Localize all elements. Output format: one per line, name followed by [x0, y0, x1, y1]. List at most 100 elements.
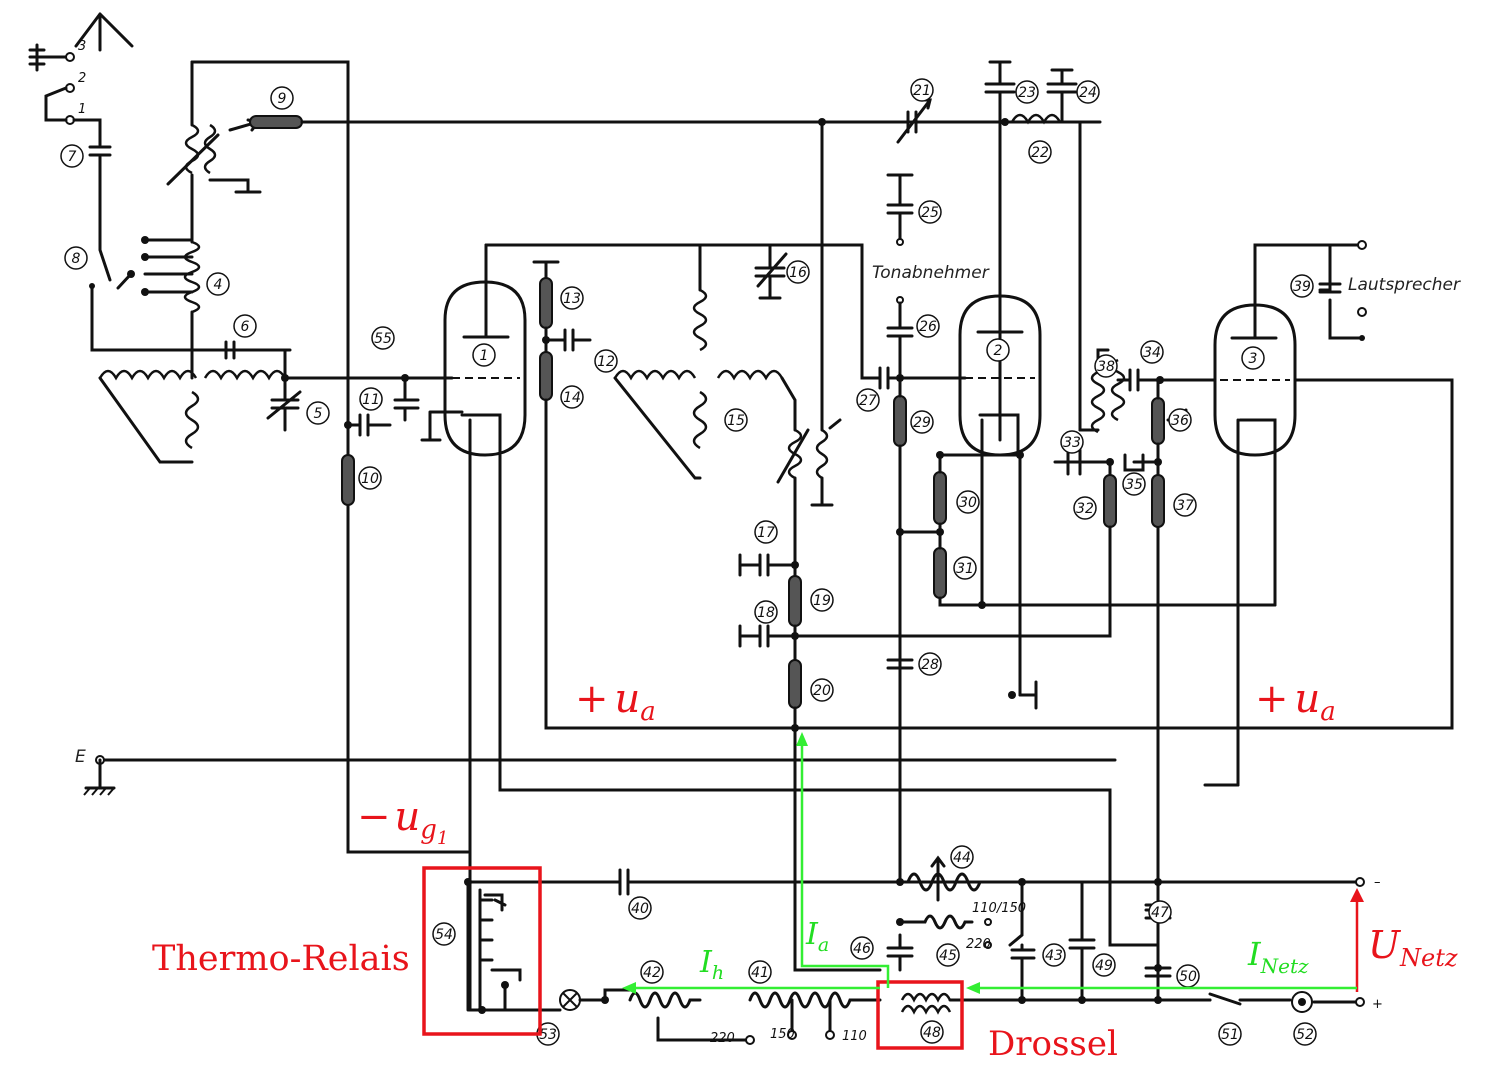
- component-21-callout: [910, 78, 934, 102]
- component-46-number: 46: [853, 941, 871, 957]
- component-7-callout: [60, 144, 84, 168]
- component-30-number: 30: [959, 495, 977, 511]
- component-55-callout: [371, 326, 395, 350]
- component-16-number: 16: [789, 265, 807, 281]
- component-17-number: 17: [757, 525, 775, 541]
- terminal-1-label: 1: [78, 102, 86, 117]
- component-7-number: 7: [68, 149, 77, 165]
- component-4-callout: [206, 272, 230, 296]
- component-46-callout: [850, 936, 874, 960]
- speaker-label: Lautsprecher: [1348, 275, 1461, 295]
- component-22-number: 22: [1031, 145, 1049, 161]
- component-12-callout: [594, 349, 618, 373]
- pickup-label: Tonabnehmer: [872, 263, 990, 283]
- component-51-number: 51: [1221, 1027, 1239, 1043]
- tube-1: [420, 243, 527, 457]
- component-8-number: 8: [72, 251, 81, 267]
- component-14-callout: [560, 385, 584, 409]
- component-28-callout: [918, 652, 942, 676]
- component-17-callout: [754, 520, 778, 544]
- component-11-callout: [359, 387, 383, 411]
- component-37-callout: [1173, 493, 1197, 517]
- component-5-number: 5: [314, 406, 323, 422]
- component-15-number: 15: [727, 413, 745, 429]
- component-42-number: 42: [643, 965, 661, 981]
- component-13-number: 13: [563, 291, 581, 307]
- component-15-callout: [724, 408, 748, 432]
- component-18-callout: [754, 600, 778, 624]
- thermo-relais-label: Thermo-Relais: [152, 939, 410, 979]
- ua-left-label: +ua: [575, 676, 656, 727]
- tube-2-label: 2: [986, 338, 1010, 362]
- component-31-number: 31: [956, 561, 974, 577]
- component-54-callout: [432, 922, 456, 946]
- component-31-callout: [953, 556, 977, 580]
- component-32-callout: [1073, 496, 1097, 520]
- component-23-callout: [1015, 80, 1039, 104]
- component-10-number: 10: [361, 471, 379, 487]
- tap-220-label: 220: [710, 1031, 735, 1046]
- component-27-number: 27: [859, 393, 877, 409]
- component-35-number: 35: [1125, 477, 1143, 493]
- component-8-callout: [64, 246, 88, 270]
- component-34-number: 34: [1143, 345, 1161, 361]
- power-supply: [464, 855, 1365, 1045]
- ia-arrowhead: [796, 732, 808, 746]
- component-32-number: 32: [1076, 501, 1094, 517]
- component-10-callout: [358, 466, 382, 490]
- tube-3-label: 3: [1241, 346, 1265, 370]
- terminal-3-label: 3: [78, 39, 86, 54]
- component-24-callout: [1076, 80, 1100, 104]
- component-48-number: 48: [923, 1025, 941, 1041]
- thermo-relay-internals: [466, 880, 522, 1014]
- top-signal-wire: [249, 60, 1102, 442]
- component-47-number: 47: [1151, 905, 1169, 921]
- component-49-callout: [1092, 953, 1116, 977]
- supply-wiring: E: [75, 453, 1240, 1012]
- component-40-number: 40: [631, 901, 649, 917]
- earth-label: E: [75, 747, 86, 767]
- component-33-callout: [1060, 430, 1084, 454]
- terminal-2-label: 2: [78, 71, 86, 86]
- interstage-wiring: [484, 120, 1454, 732]
- ia-path: [800, 742, 890, 988]
- component-38-callout: [1094, 354, 1118, 378]
- antenna-section: 3 2 1: [28, 12, 292, 352]
- drossel-box: [876, 980, 964, 1050]
- component-54-number: 54: [435, 927, 453, 943]
- component-51-callout: [1218, 1022, 1242, 1046]
- drossel-label: Drossel: [988, 1024, 1118, 1064]
- component-28-number: 28: [921, 657, 939, 673]
- tube-1-label: 1: [472, 343, 496, 367]
- component-39-number: 39: [1293, 279, 1311, 295]
- component-39-callout: [1290, 274, 1314, 298]
- component-38-number: 38: [1097, 359, 1115, 375]
- input-coils: [98, 60, 470, 854]
- component-37-number: 37: [1176, 498, 1194, 514]
- component-43-callout: [1042, 943, 1066, 967]
- component-48-callout: [920, 1020, 944, 1044]
- component-49-number: 49: [1095, 958, 1113, 974]
- component-29-callout: [910, 410, 934, 434]
- component-44-callout: [950, 845, 974, 869]
- unetz-arrowhead: [1350, 888, 1364, 902]
- component-29-number: 29: [913, 415, 931, 431]
- component-47-callout: [1148, 900, 1172, 924]
- ih-label: Ih: [699, 945, 724, 984]
- component-52-number: 52: [1296, 1027, 1314, 1043]
- component-44-number: 44: [953, 850, 971, 866]
- tube-1-grid-bias: [341, 374, 420, 506]
- switch-110-150-label: 110/150: [972, 901, 1026, 916]
- tap-110-label: 110: [842, 1029, 867, 1044]
- svg-text:1: 1: [480, 348, 489, 364]
- component-22-callout: [1028, 140, 1052, 164]
- component-40-callout: [628, 896, 652, 920]
- component-6-callout: [233, 314, 257, 338]
- component-23-number: 23: [1018, 85, 1036, 101]
- component-45-number: 45: [939, 948, 957, 964]
- component-25-number: 25: [921, 205, 939, 221]
- component-16-callout: [786, 260, 810, 284]
- component-42-callout: [640, 960, 664, 984]
